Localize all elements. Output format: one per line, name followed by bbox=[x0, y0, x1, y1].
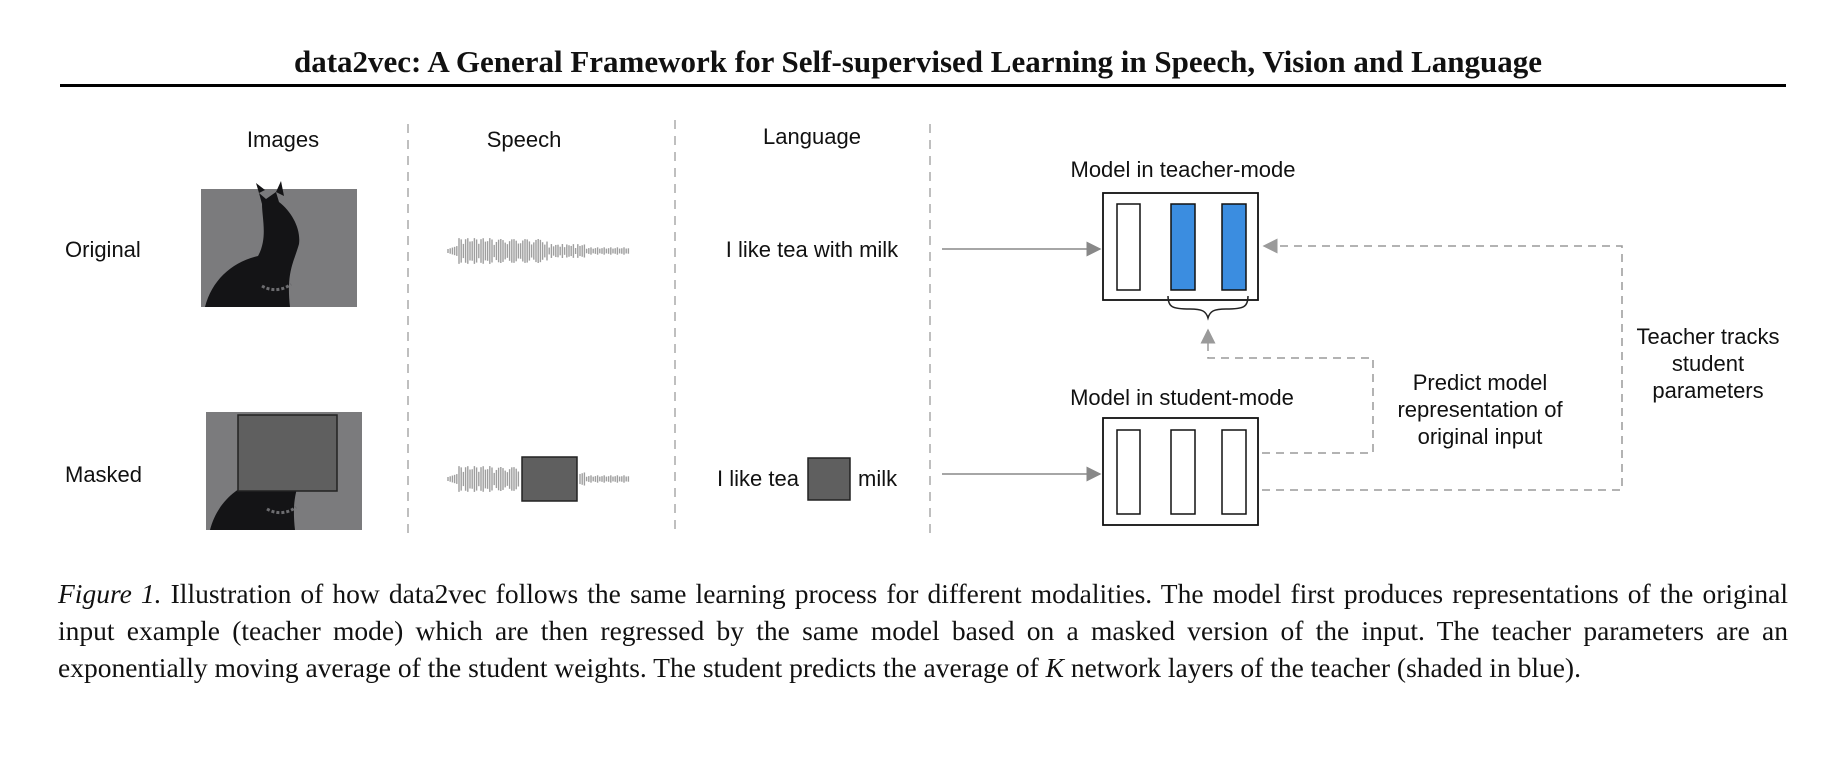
teacher-brace bbox=[1167, 295, 1249, 321]
predict-dashed-arrow bbox=[1200, 328, 1374, 454]
tracks-dashed-arrow bbox=[1262, 238, 1623, 491]
language-original-sentence: I like tea with milk bbox=[725, 237, 899, 262]
caption-text-part-1: Illustration of how data2vec follows the… bbox=[58, 578, 1788, 683]
caption-figure-number: Figure 1. bbox=[58, 578, 162, 609]
page-header-title: data2vec: A General Framework for Self-s… bbox=[293, 44, 1543, 79]
figure-caption: Figure 1. Illustration of how data2vec f… bbox=[58, 575, 1788, 686]
teacher-layer-1 bbox=[1116, 203, 1141, 291]
tracks-label-line-1: Teacher tracks bbox=[1636, 324, 1780, 349]
teacher-model bbox=[1102, 192, 1259, 301]
row-label-original: Original bbox=[65, 237, 141, 262]
teacher-model-label: Model in teacher-mode bbox=[1070, 157, 1296, 182]
dog-image-original bbox=[201, 181, 357, 307]
figure-1: Images Speech Language Original Masked I… bbox=[65, 120, 1780, 535]
tracks-label: Teacher tracks student parameters bbox=[1636, 323, 1779, 404]
column-header-speech: Speech bbox=[486, 127, 562, 152]
predict-label-line-3: original input bbox=[1417, 424, 1543, 449]
column-header-images: Images bbox=[246, 127, 320, 152]
header-rule bbox=[60, 84, 1786, 87]
language-masked-after: milk bbox=[858, 466, 898, 491]
speech-waveform-masked bbox=[447, 466, 630, 492]
language-masked-before: I like tea bbox=[717, 466, 799, 491]
predict-label: Predict model representation of original… bbox=[1397, 369, 1562, 450]
tracks-label-line-3: parameters bbox=[1652, 378, 1764, 403]
student-model-label: Model in student-mode bbox=[1070, 385, 1294, 410]
caption-k-symbol: K bbox=[1045, 652, 1065, 683]
row-label-masked: Masked bbox=[65, 462, 143, 487]
teacher-layer-2 bbox=[1170, 203, 1196, 291]
language-mask-patch bbox=[807, 457, 851, 501]
speech-waveform-original bbox=[447, 238, 630, 264]
student-layer-1 bbox=[1116, 429, 1141, 515]
speech-mask-patch bbox=[521, 456, 578, 502]
column-header-language: Language bbox=[763, 124, 861, 149]
student-layer-3 bbox=[1221, 429, 1247, 515]
student-model bbox=[1102, 417, 1259, 526]
image-mask-patch bbox=[237, 414, 338, 492]
student-layer-2 bbox=[1170, 429, 1196, 515]
tracks-label-line-2: student bbox=[1671, 351, 1745, 376]
teacher-layer-3 bbox=[1221, 203, 1247, 291]
figure-graphics bbox=[201, 120, 1623, 535]
caption-text-part-2: network layers of the teacher (shaded in… bbox=[1064, 652, 1581, 683]
dog-image-masked bbox=[206, 412, 362, 530]
predict-label-line-2: representation of bbox=[1397, 397, 1563, 422]
predict-label-line-1: Predict model bbox=[1412, 370, 1548, 395]
